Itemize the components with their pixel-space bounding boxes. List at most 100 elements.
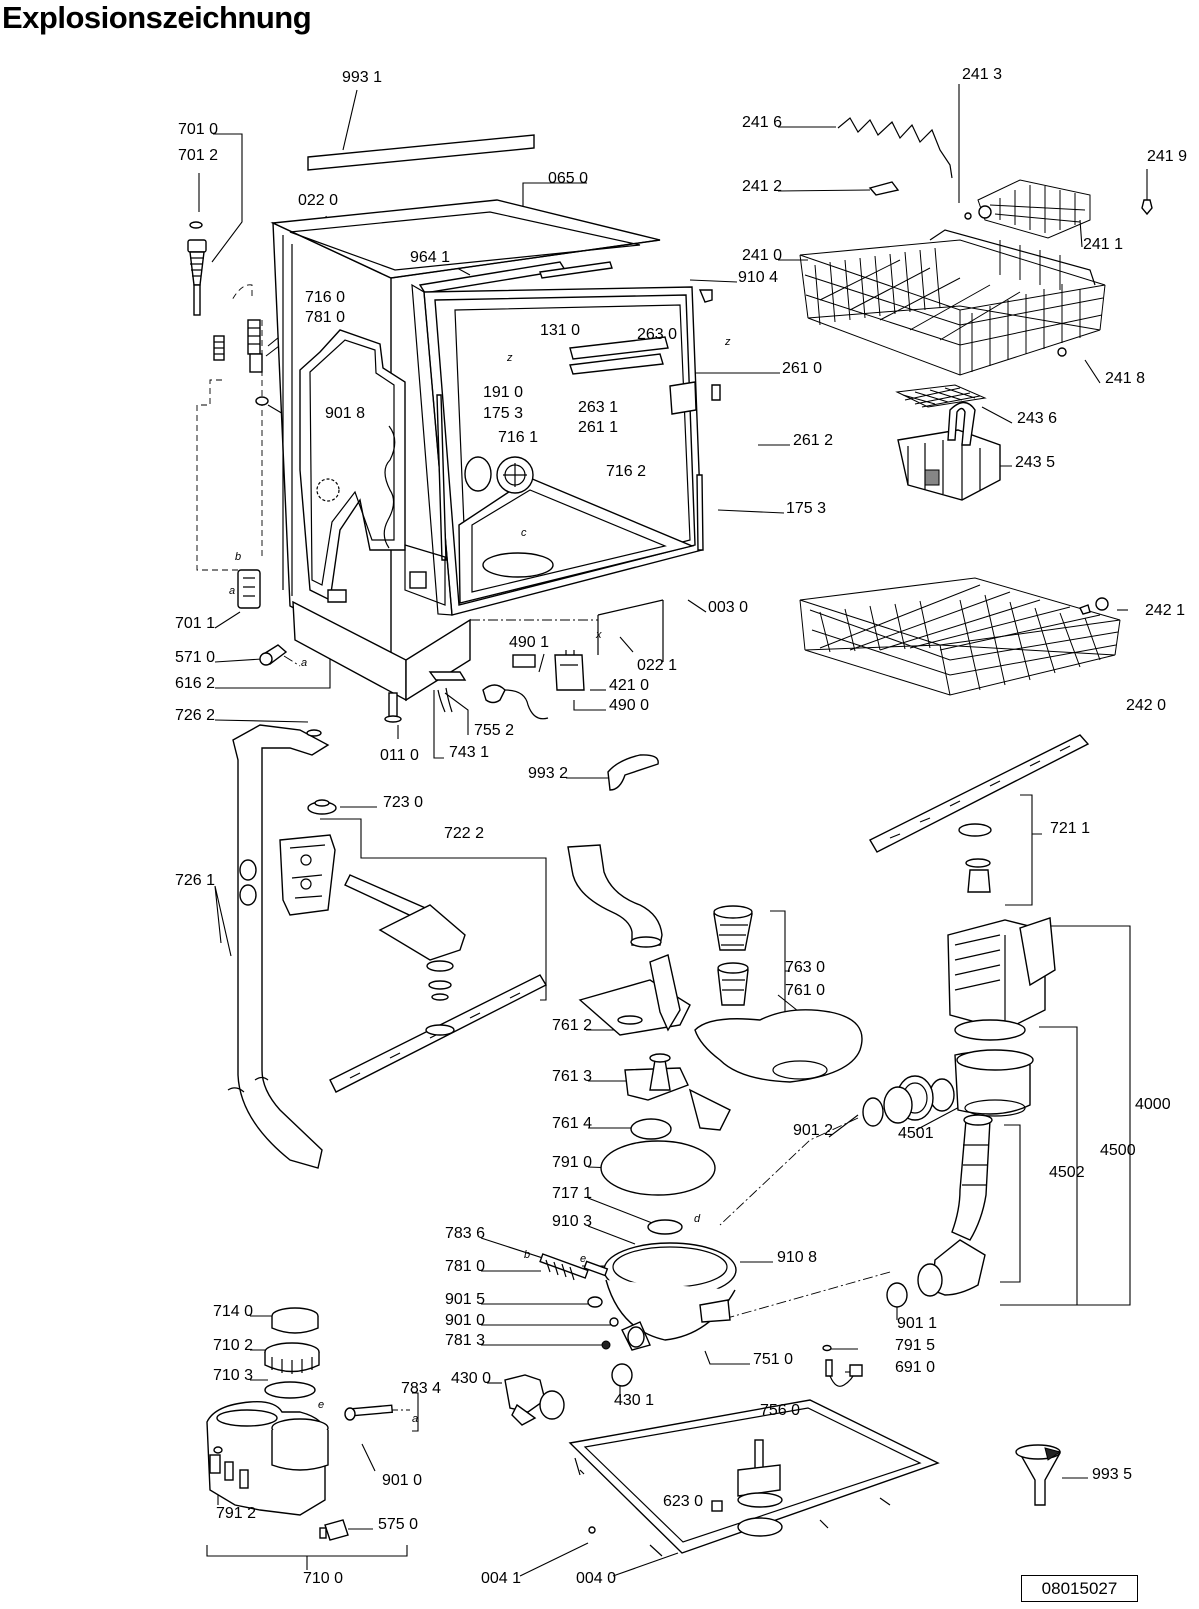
lower-basket-part xyxy=(799,577,1121,696)
part-label-p9010b: 901 0 xyxy=(382,1472,422,1489)
part-label-p9010a: 901 0 xyxy=(445,1312,485,1329)
part-label-p7011: 701 1 xyxy=(175,615,215,632)
part-label-p7222: 722 2 xyxy=(444,825,484,842)
part-label-p0650: 065 0 xyxy=(548,170,588,187)
part-label-p9641: 964 1 xyxy=(410,249,450,266)
page-title: Explosionszeichnung xyxy=(2,0,312,35)
part-label-p6910: 691 0 xyxy=(895,1359,935,1376)
part-label-p4901: 490 1 xyxy=(509,634,549,651)
upper-basket-accessories xyxy=(837,117,1153,357)
part-label-p7230: 723 0 xyxy=(383,794,423,811)
reference-letter: a xyxy=(229,585,235,597)
part-label-p7834: 783 4 xyxy=(401,1380,441,1397)
part-label-p6162: 616 2 xyxy=(175,675,215,692)
upper-spray-arm-part xyxy=(869,734,1090,893)
sump-assembly-part xyxy=(504,844,863,1426)
upper-basket-part xyxy=(799,229,1106,376)
reference-letter: e xyxy=(580,1253,586,1265)
part-label-p7162: 716 2 xyxy=(606,463,646,480)
part-label-p2418: 241 8 xyxy=(1105,370,1145,387)
part-label-p7100: 710 0 xyxy=(303,1570,343,1587)
part-label-p0110: 011 0 xyxy=(380,747,419,764)
misc-small-parts xyxy=(384,650,659,791)
part-label-p0221: 022 1 xyxy=(637,657,677,674)
part-label-p7810b: 781 0 xyxy=(445,1258,485,1275)
part-label-p2411: 241 1 xyxy=(1083,236,1123,253)
part-label-p7552: 755 2 xyxy=(474,722,514,739)
part-label-p4502: 4502 xyxy=(1049,1164,1085,1181)
part-label-p7102: 710 2 xyxy=(213,1337,253,1354)
part-label-p4501: 4501 xyxy=(898,1125,934,1142)
part-label-p9103: 910 3 xyxy=(552,1213,592,1230)
part-label-p2420: 242 0 xyxy=(1126,697,1166,714)
part-label-p4500: 4500 xyxy=(1100,1142,1136,1159)
part-label-p7813: 781 3 xyxy=(445,1332,485,1349)
part-label-p0030: 003 0 xyxy=(708,599,748,616)
part-label-p4301: 430 1 xyxy=(614,1392,654,1409)
part-label-p2413: 241 3 xyxy=(962,66,1002,83)
part-label-p4300: 430 0 xyxy=(451,1370,491,1387)
part-label-p9104: 910 4 xyxy=(738,269,778,286)
part-label-p9011: 901 1 xyxy=(897,1315,937,1332)
part-label-p4900: 490 0 xyxy=(609,697,649,714)
part-label-p5710: 571 0 xyxy=(175,649,215,666)
part-label-p7012: 701 2 xyxy=(178,147,218,164)
part-label-p7836: 783 6 xyxy=(445,1225,485,1242)
reference-letter: d xyxy=(694,1213,701,1225)
part-label-p0040: 004 0 xyxy=(576,1570,616,1587)
part-label-p7910: 791 0 xyxy=(552,1154,592,1171)
part-label-p2419: 241 9 xyxy=(1147,148,1187,165)
part-label-p2630: 263 0 xyxy=(637,326,677,343)
part-labels: 993 1 701 0 701 2 022 0 065 0 964 1 910 4 716 0… xyxy=(175,66,1187,1587)
reference-letter: x xyxy=(595,629,602,641)
part-label-p7610: 761 0 xyxy=(785,982,825,999)
part-label-p7912: 791 2 xyxy=(216,1505,256,1522)
part-label-p9015: 901 5 xyxy=(445,1291,485,1308)
part-label-p4000: 4000 xyxy=(1135,1096,1171,1113)
reference-letter: b xyxy=(235,551,241,563)
inlet-valve-parts xyxy=(187,221,288,666)
part-label-p9018: 901 8 xyxy=(325,405,365,422)
part-label-p7613: 761 3 xyxy=(552,1068,592,1085)
document-number: 08015027 xyxy=(1021,1575,1138,1602)
part-label-p1753b: 175 3 xyxy=(786,500,826,517)
part-label-p9108: 910 8 xyxy=(777,1249,817,1266)
part-label-p5750: 575 0 xyxy=(378,1516,418,1533)
part-label-p7010: 701 0 xyxy=(178,121,218,138)
part-label-p7630: 763 0 xyxy=(785,959,825,976)
part-label-p2611: 261 1 xyxy=(578,419,618,436)
part-label-p7261: 726 1 xyxy=(175,872,215,889)
part-label-p7160: 716 0 xyxy=(305,289,345,306)
part-label-p4210: 421 0 xyxy=(609,677,649,694)
part-label-p9931: 993 1 xyxy=(342,69,382,86)
water-softener-part xyxy=(206,1307,394,1541)
funnel-part xyxy=(1015,1444,1062,1506)
part-label-p7810a: 781 0 xyxy=(305,309,345,326)
part-label-p1310: 131 0 xyxy=(540,322,580,339)
part-label-p7171: 717 1 xyxy=(552,1185,592,1202)
part-label-p2631: 263 1 xyxy=(578,399,618,416)
part-label-p7103: 710 3 xyxy=(213,1367,253,1384)
reference-letter: b xyxy=(524,1249,530,1261)
part-label-p1910: 191 0 xyxy=(483,384,523,401)
reference-letter: a xyxy=(412,1413,418,1425)
part-label-p2612: 261 2 xyxy=(793,432,833,449)
part-label-p2435: 243 5 xyxy=(1015,454,1055,471)
part-label-p9932: 993 2 xyxy=(528,765,568,782)
part-label-p7431: 743 1 xyxy=(449,744,489,761)
cabinet-part xyxy=(270,199,721,702)
part-label-p7915: 791 5 xyxy=(895,1337,935,1354)
base-frame-part xyxy=(568,1399,940,1557)
reference-letter: c xyxy=(521,527,527,539)
part-label-p2610: 261 0 xyxy=(782,360,822,377)
part-label-p0041: 004 1 xyxy=(481,1570,521,1587)
cutlery-basket-part xyxy=(895,384,1001,501)
reference-letter: z xyxy=(506,352,513,364)
part-label-p7211: 721 1 xyxy=(1050,820,1090,837)
part-label-p1753a: 175 3 xyxy=(483,405,523,422)
part-label-p6230: 623 0 xyxy=(663,1493,703,1510)
part-label-p0220: 022 0 xyxy=(298,192,338,209)
